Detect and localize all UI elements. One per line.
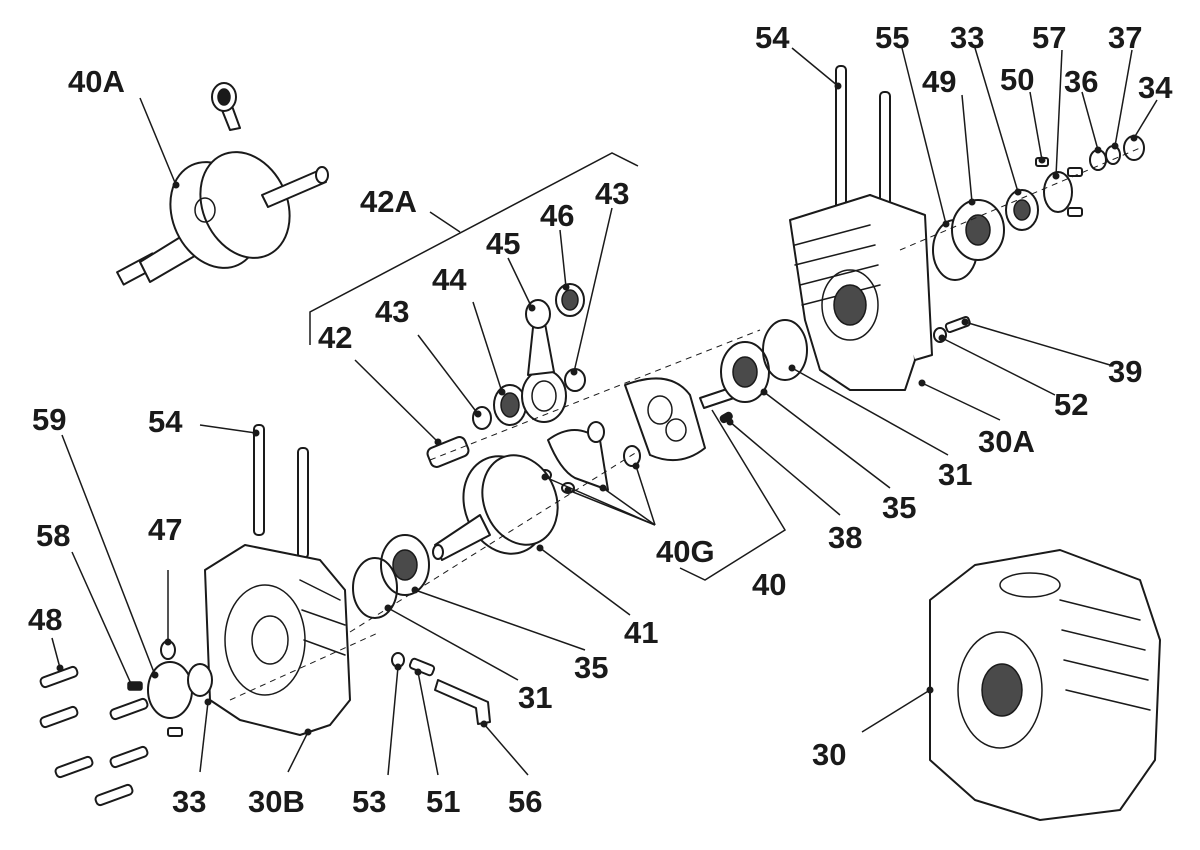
fitting-and-rod <box>391 652 491 725</box>
callout-54-left: 54 <box>148 404 183 439</box>
leader-lines <box>51 47 1158 776</box>
callout-48: 48 <box>28 602 62 637</box>
callout-30A: 30A <box>978 424 1035 459</box>
callout-45: 45 <box>486 226 520 261</box>
screws-48 <box>39 665 149 807</box>
bearing-35-right <box>720 319 808 403</box>
callout-31-right: 31 <box>938 457 972 492</box>
callout-42A: 42A <box>360 184 417 219</box>
crankcase-complete-30 <box>929 549 1161 821</box>
bearing-35-left <box>352 534 430 619</box>
callout-labels: 40A 42A 42 43 44 45 46 43 54 55 49 33 50… <box>28 20 1173 819</box>
callout-59: 59 <box>32 402 66 437</box>
callout-56: 56 <box>508 784 542 819</box>
crankcase-half-30B <box>204 544 351 736</box>
callout-40G: 40G <box>656 534 715 569</box>
crankshaft-assembly-40A <box>116 82 329 286</box>
callout-47: 47 <box>148 512 182 547</box>
seal-housing-group <box>932 135 1145 281</box>
callout-53: 53 <box>352 784 386 819</box>
callout-36: 36 <box>1064 64 1098 99</box>
callout-33-top: 33 <box>950 20 984 55</box>
callout-35-left: 35 <box>574 650 608 685</box>
callout-52: 52 <box>1054 387 1088 422</box>
callout-57: 57 <box>1032 20 1066 55</box>
callout-54-top: 54 <box>755 20 790 55</box>
callout-55: 55 <box>875 20 909 55</box>
callout-42: 42 <box>318 320 352 355</box>
callout-30B: 30B <box>248 784 305 819</box>
callout-40: 40 <box>752 567 786 602</box>
callout-43-left: 43 <box>375 294 409 329</box>
callout-31-left: 31 <box>518 680 552 715</box>
callout-37: 37 <box>1108 20 1142 55</box>
callout-43-right: 43 <box>595 176 629 211</box>
callout-51: 51 <box>426 784 460 819</box>
callout-38: 38 <box>828 520 862 555</box>
assembly-axes <box>229 147 1141 701</box>
callout-44: 44 <box>432 262 467 297</box>
callout-50: 50 <box>1000 62 1034 97</box>
callout-41: 41 <box>624 615 658 650</box>
studs-54-left <box>253 424 309 559</box>
callout-58: 58 <box>36 518 70 553</box>
callout-34: 34 <box>1138 70 1173 105</box>
callout-39: 39 <box>1108 354 1142 389</box>
callout-35-right: 35 <box>882 490 916 525</box>
callout-46: 46 <box>540 198 574 233</box>
crank-web-40G <box>538 377 747 494</box>
crank-web-41 <box>432 454 559 561</box>
callout-49: 49 <box>922 64 956 99</box>
callout-30: 30 <box>812 737 846 772</box>
crankcase-half-30A <box>789 194 933 391</box>
callout-40A: 40A <box>68 64 125 99</box>
callout-33-left: 33 <box>172 784 206 819</box>
small-parts-left <box>127 640 213 737</box>
